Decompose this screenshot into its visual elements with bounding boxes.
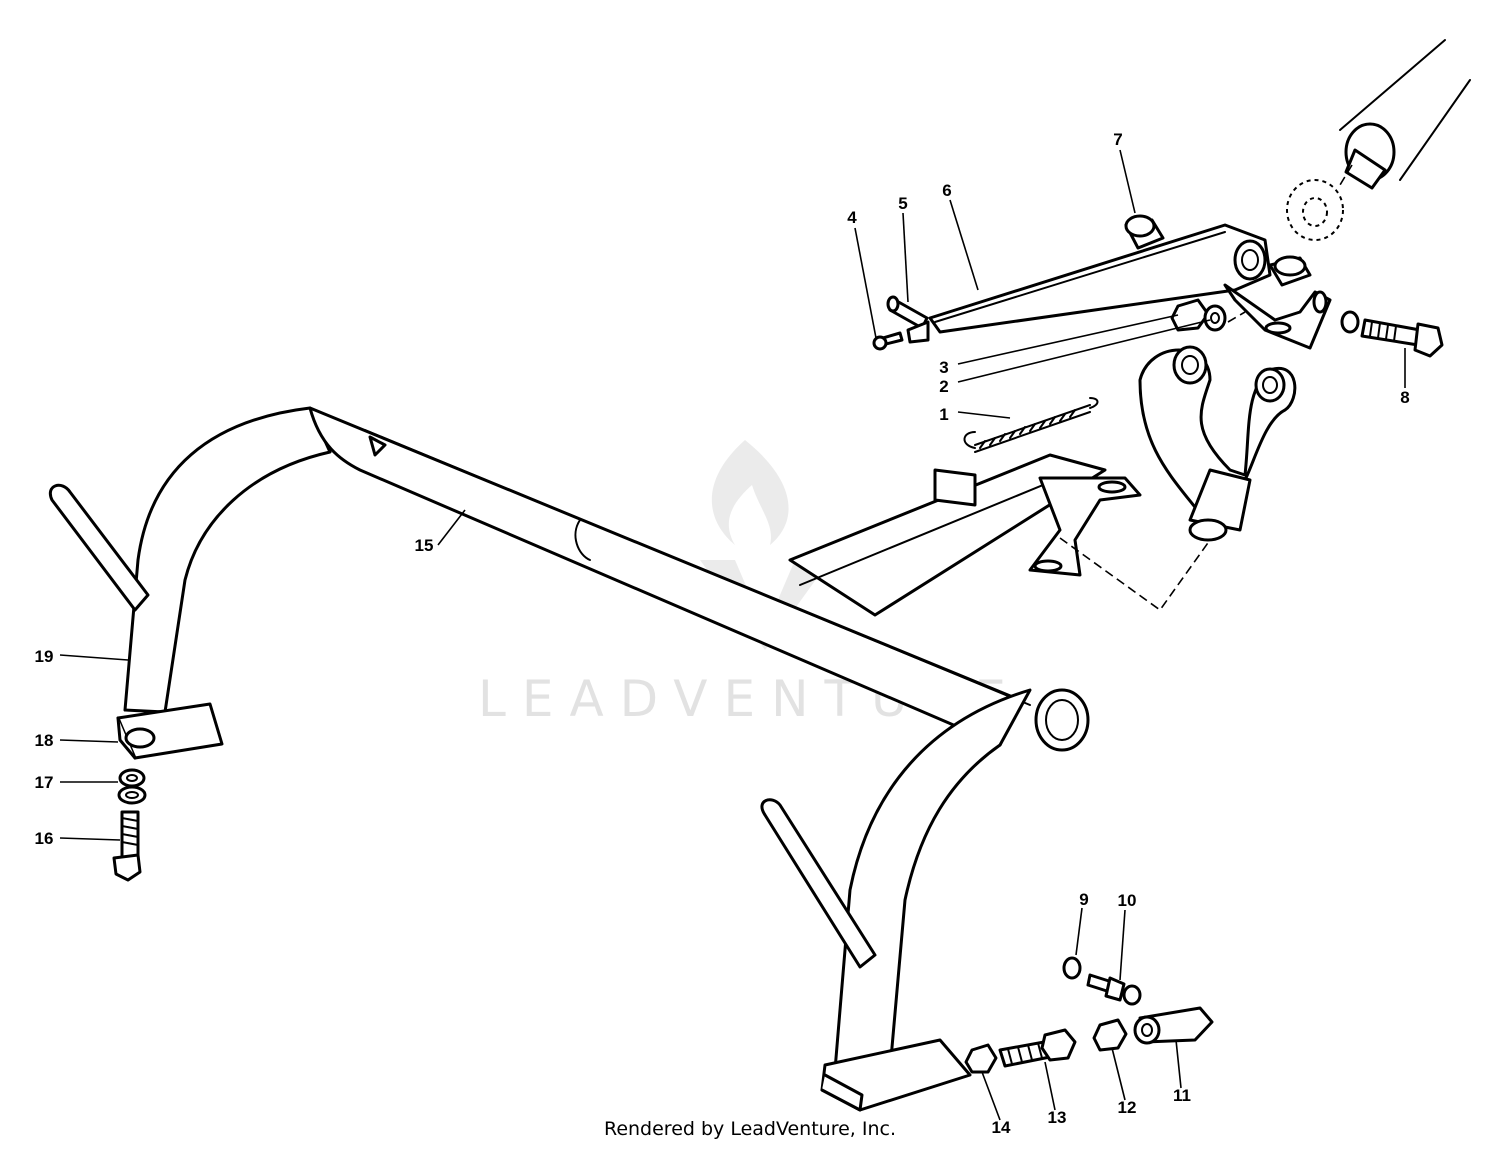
callout-18: 18: [35, 731, 54, 750]
callout-14: 14: [992, 1118, 1011, 1137]
bushing-7: [1124, 214, 1165, 250]
callout-15: 15: [415, 536, 434, 555]
right-foot-hardware: [964, 956, 1214, 1074]
left-upright-tube: [123, 406, 332, 714]
callout-10: 10: [1118, 891, 1137, 910]
spring: [963, 397, 1099, 453]
callout-labels: 1 2 3 4 5 6 7 8 9 10 11 12 13 14 15 16 1…: [35, 130, 1410, 1137]
leader-lines: [59, 149, 1406, 1121]
callout-5: 5: [898, 194, 907, 213]
right-handle-grip: [760, 798, 877, 969]
callout-1: 1: [939, 405, 948, 424]
main-cross-tube: [308, 406, 1022, 747]
lift-cylinder-phantom: [1286, 39, 1471, 241]
lift-arm: [928, 223, 1332, 350]
callout-4: 4: [847, 208, 857, 227]
frame-bracket: [1028, 476, 1142, 577]
callout-8: 8: [1400, 388, 1409, 407]
callout-6: 6: [942, 181, 951, 200]
callout-13: 13: [1048, 1108, 1067, 1127]
callout-12: 12: [1118, 1098, 1137, 1117]
left-foot-hardware: [112, 768, 147, 882]
nut-washer-upper: [1170, 298, 1227, 332]
callout-16: 16: [35, 829, 54, 848]
pin-assembly: [872, 295, 930, 351]
watermark-flame-icon: [711, 440, 789, 545]
left-handle-grip: [48, 483, 150, 612]
right-upright-tube: [833, 688, 1032, 1072]
callout-7: 7: [1113, 130, 1122, 149]
callout-19: 19: [35, 647, 54, 666]
tube-opening: [1034, 688, 1090, 752]
main-frame: [48, 406, 1142, 1112]
callout-9: 9: [1079, 890, 1088, 909]
bushing-right: [1268, 255, 1312, 287]
callout-2: 2: [939, 377, 948, 396]
bolt-8: [1340, 310, 1444, 358]
callout-17: 17: [35, 773, 54, 792]
callout-11: 11: [1173, 1086, 1191, 1105]
footer-credit: Rendered by LeadVenture, Inc.: [603, 1118, 897, 1140]
callout-3: 3: [939, 358, 948, 377]
lift-linkage: [1138, 345, 1297, 542]
